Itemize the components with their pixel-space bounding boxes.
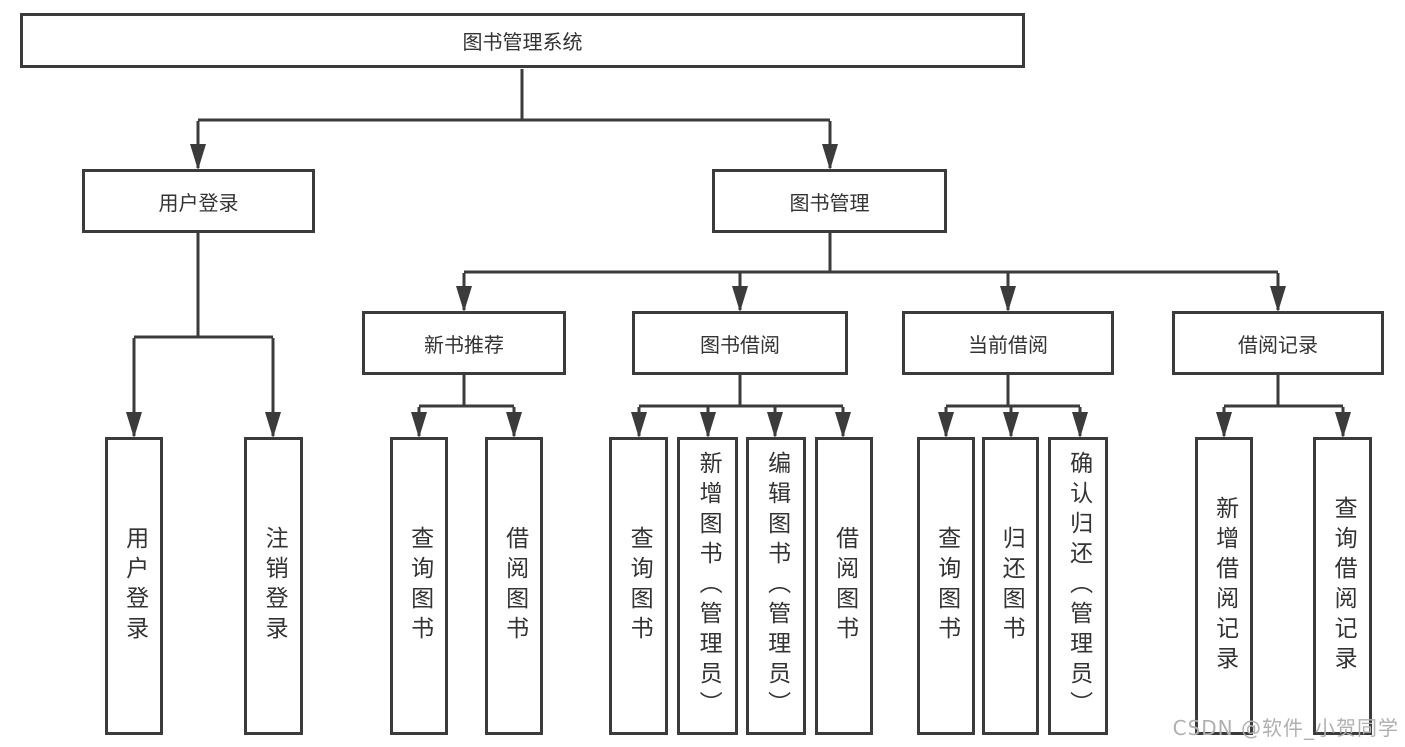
node-borrow-books-leaf: 借阅图书 bbox=[815, 437, 873, 735]
node-label: 借阅图书 bbox=[831, 526, 858, 646]
node-add-borrow-record: 新增借阅记录 bbox=[1195, 437, 1253, 735]
node-query-borrow-record: 查询借阅记录 bbox=[1313, 437, 1372, 735]
node-borrow-records: 借阅记录 bbox=[1172, 311, 1384, 375]
node-label: 新增图书（管理员） bbox=[695, 451, 722, 721]
node-logout: 注销登录 bbox=[244, 437, 303, 735]
node-label: 图书管理 bbox=[789, 190, 870, 215]
node-library-system: 图书管理系统 bbox=[20, 13, 1025, 68]
node-label: 确认归还（管理员） bbox=[1065, 451, 1092, 721]
node-book-management: 图书管理 bbox=[712, 169, 947, 233]
node-label: 当前借阅 bbox=[968, 332, 1048, 357]
node-label: 查询图书 bbox=[933, 526, 960, 646]
node-add-book-admin: 新增图书（管理员） bbox=[677, 437, 738, 735]
node-label: 借阅图书 bbox=[501, 526, 528, 646]
node-confirm-return-admin: 确认归还（管理员） bbox=[1048, 437, 1108, 735]
node-current-borrow: 当前借阅 bbox=[902, 311, 1114, 375]
node-label: 图书管理系统 bbox=[462, 30, 583, 54]
node-borrow-books-recommend: 借阅图书 bbox=[485, 437, 543, 735]
node-label: 用户登录 bbox=[158, 190, 239, 215]
node-query-books-current: 查询图书 bbox=[917, 437, 975, 735]
node-return-book: 归还图书 bbox=[982, 437, 1039, 735]
node-label: 新书推荐 bbox=[424, 332, 504, 357]
node-label: 查询借阅记录 bbox=[1330, 496, 1357, 676]
node-user-login-leaf: 用户登录 bbox=[105, 437, 163, 735]
node-user-login: 用户登录 bbox=[82, 169, 315, 233]
node-query-books-borrow: 查询图书 bbox=[609, 437, 668, 735]
node-label: 编辑图书（管理员） bbox=[763, 451, 790, 721]
node-label: 新增借阅记录 bbox=[1211, 496, 1238, 676]
node-query-books-recommend: 查询图书 bbox=[390, 437, 448, 735]
node-new-book-recommend: 新书推荐 bbox=[362, 311, 566, 375]
node-label: 查询图书 bbox=[626, 526, 653, 646]
node-label: 用户登录 bbox=[121, 526, 148, 646]
node-label: 图书借阅 bbox=[700, 332, 780, 357]
csdn-watermark: CSDN @软件_小贺同学 bbox=[1172, 716, 1399, 740]
node-edit-book-admin: 编辑图书（管理员） bbox=[746, 437, 806, 735]
node-book-borrow: 图书借阅 bbox=[632, 311, 848, 375]
node-label: 注销登录 bbox=[261, 526, 288, 646]
node-label: 归还图书 bbox=[998, 526, 1025, 646]
node-label: 查询图书 bbox=[406, 526, 433, 646]
node-label: 借阅记录 bbox=[1238, 332, 1318, 357]
